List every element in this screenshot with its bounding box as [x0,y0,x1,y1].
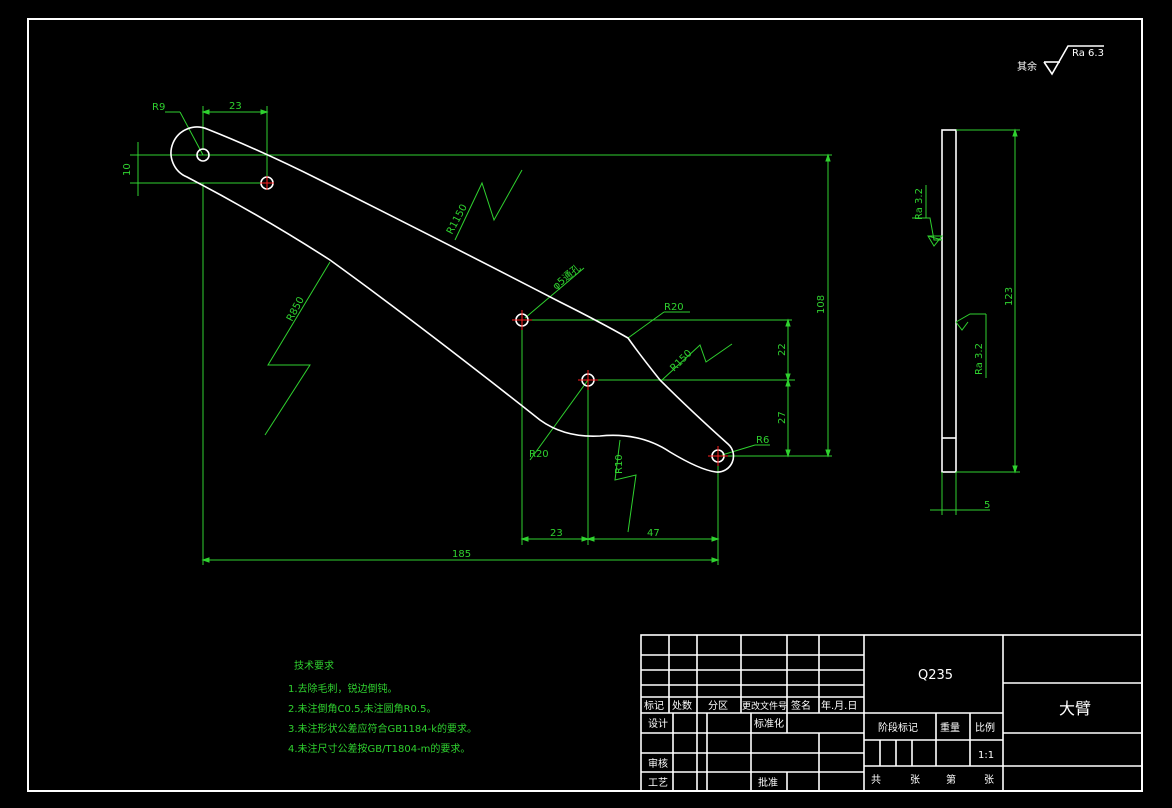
surface-finish-symbol: 其余 Ra 6.3 [1017,45,1104,76]
label-approve: 批准 [758,776,778,789]
label-stage-mark: 阶段标记 [878,721,918,734]
dim-23-top: 23 [229,101,242,112]
dim-185: 185 [452,549,471,560]
dim-r1150: R1150 [445,203,470,237]
label-standardize: 标准化 [754,717,784,730]
title-block: 标记 处数 分区 更改文件号 签名 年.月.日 设计 标准化 审核 工艺 批准 … [640,634,1143,792]
rev-header-docno: 更改文件号 [742,700,787,712]
dim-r150: R150 [668,348,694,374]
rev-header-zone: 分区 [708,700,728,712]
side-view: 123 5 Ra 3.2 Ra 3.2 [912,128,1020,515]
part-name: 大臂 [1059,699,1091,718]
label-sheets: 张 [910,774,920,786]
dim-10: 10 [122,163,133,176]
label-weight: 重量 [940,721,960,734]
dim-r10: R10 [614,454,625,474]
dim-r9: R9 [152,102,165,113]
label-review: 审核 [648,757,668,770]
tech-item-4: 4.未注尺寸公差按GB/T1804-m的要求。 [288,742,470,755]
dim-hole: φ5通孔 [550,262,583,292]
dim-r850: R850 [285,295,307,323]
tech-title: 技术要求 [294,659,334,672]
dim-23-bottom: 23 [550,528,563,539]
dim-22: 22 [777,343,788,356]
drawing-frame [27,18,1143,792]
surface-finish-value: Ra 6.3 [1072,48,1104,59]
surface-finish-label: 其余 [1017,60,1037,73]
dim-108: 108 [816,295,827,314]
ra32-mid: Ra 3.2 [974,343,985,375]
dim-47: 47 [647,528,660,539]
scale-value: 1:1 [978,750,994,761]
dim-r6: R6 [756,435,769,446]
tech-item-3: 3.未注形状公差应符合GB1184-k的要求。 [288,722,477,735]
rev-header-count: 处数 [672,699,692,712]
dim-r20-upper: R20 [664,302,684,313]
label-total: 共 [871,774,881,786]
main-view: R9 23 10 R1150 R850 φ5通孔 R20 R150 R20 R1… [122,101,832,565]
tech-item-2: 2.未注倒角C0.5,未注圆角R0.5。 [288,702,436,715]
ra32-top: Ra 3.2 [914,188,925,220]
holes [196,148,728,466]
dim-123: 123 [1004,287,1015,306]
label-process: 工艺 [648,777,668,789]
label-scale: 比例 [975,721,995,734]
rev-header-sign: 签名 [791,699,811,712]
label-sheets-2: 张 [984,774,994,786]
label-page: 第 [946,773,956,786]
tech-item-1: 1.去除毛刺，锐边倒钝。 [288,682,398,695]
dim-5: 5 [984,500,990,511]
material: Q235 [918,668,953,683]
tech-requirements: 技术要求 1.去除毛刺，锐边倒钝。 2.未注倒角C0.5,未注圆角R0.5。 3… [288,659,477,755]
arm-outline [170,126,735,473]
rev-header-date: 年.月.日 [821,699,857,712]
dim-27: 27 [777,411,788,424]
rev-header-mark: 标记 [644,700,664,712]
dimension-lines [130,106,832,565]
dim-r20-lower: R20 [529,449,549,460]
label-design: 设计 [648,717,668,730]
